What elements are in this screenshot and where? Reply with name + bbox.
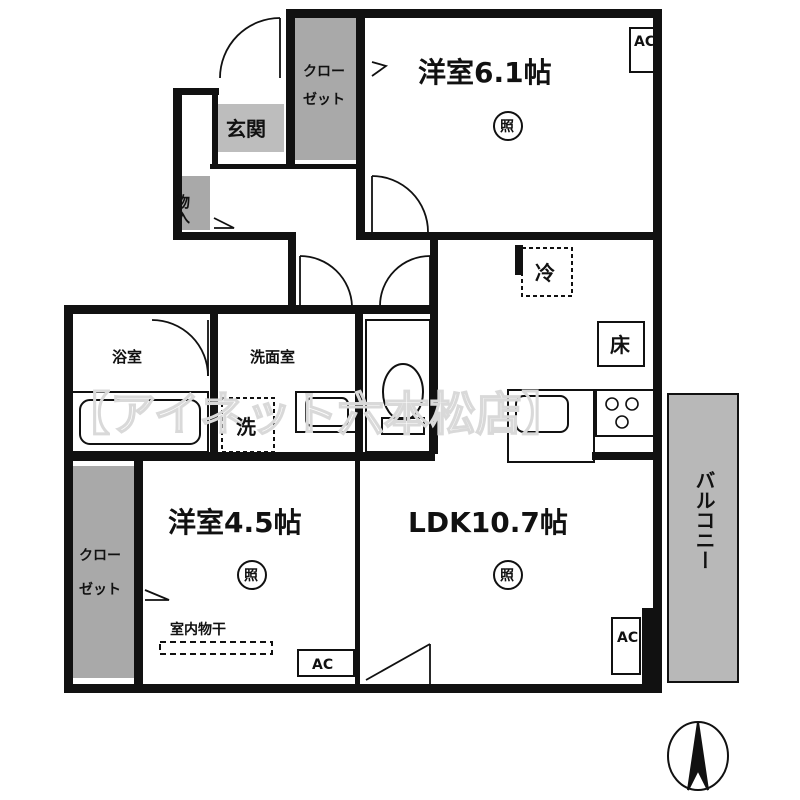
ac-label-room2: AC bbox=[312, 657, 333, 673]
stove-icon bbox=[605, 397, 639, 429]
closet-left bbox=[72, 466, 134, 678]
ldk-label: LDK10.7帖 bbox=[408, 506, 568, 539]
walls bbox=[64, 9, 662, 693]
thin-lines bbox=[71, 12, 659, 689]
light-icon-room2: 照 bbox=[237, 560, 267, 590]
washer-label: 洗 bbox=[236, 415, 256, 439]
closet-top-label-1: クロー bbox=[303, 64, 345, 80]
svg-text:バルコニー: バルコニー bbox=[692, 470, 716, 570]
floor-heating-label: 床 bbox=[610, 333, 631, 357]
bathroom-label: 浴室 bbox=[112, 348, 142, 366]
north-arrow-icon bbox=[667, 721, 729, 791]
svg-text:照: 照 bbox=[500, 568, 514, 584]
door-swings bbox=[144, 17, 431, 684]
light-icon-room1: 照 bbox=[493, 111, 523, 141]
closet-left-label-1: クロー bbox=[79, 548, 121, 564]
fridge-label: 冷 bbox=[535, 261, 555, 285]
closet-top bbox=[292, 16, 356, 160]
entrance-label: 玄関 bbox=[226, 117, 266, 141]
ac-label-ldk: AC bbox=[617, 630, 638, 646]
storage-closet bbox=[178, 176, 210, 230]
svg-text:照: 照 bbox=[244, 568, 258, 584]
storage-label: 物入 bbox=[173, 193, 191, 224]
ac-label-room1: AC bbox=[634, 34, 655, 50]
closet-top-label-2: ゼット bbox=[303, 91, 345, 108]
svg-text:照: 照 bbox=[500, 119, 514, 135]
balcony-label: バルコニー bbox=[692, 470, 716, 570]
balcony bbox=[667, 393, 739, 683]
western-room-1-label: 洋室6.1帖 bbox=[418, 56, 552, 89]
watermark: 【アイネット六本松店】 bbox=[64, 387, 568, 441]
indoor-drying-label: 室内物干 bbox=[170, 621, 226, 638]
washroom-label: 洗面室 bbox=[250, 348, 295, 366]
entrance-floor bbox=[218, 104, 284, 152]
light-icon-ldk: 照 bbox=[493, 560, 523, 590]
western-room-2-label: 洋室4.5帖 bbox=[168, 506, 302, 539]
closet-left-label-2: ゼット bbox=[79, 581, 121, 598]
svg-text:物入: 物入 bbox=[173, 193, 191, 224]
